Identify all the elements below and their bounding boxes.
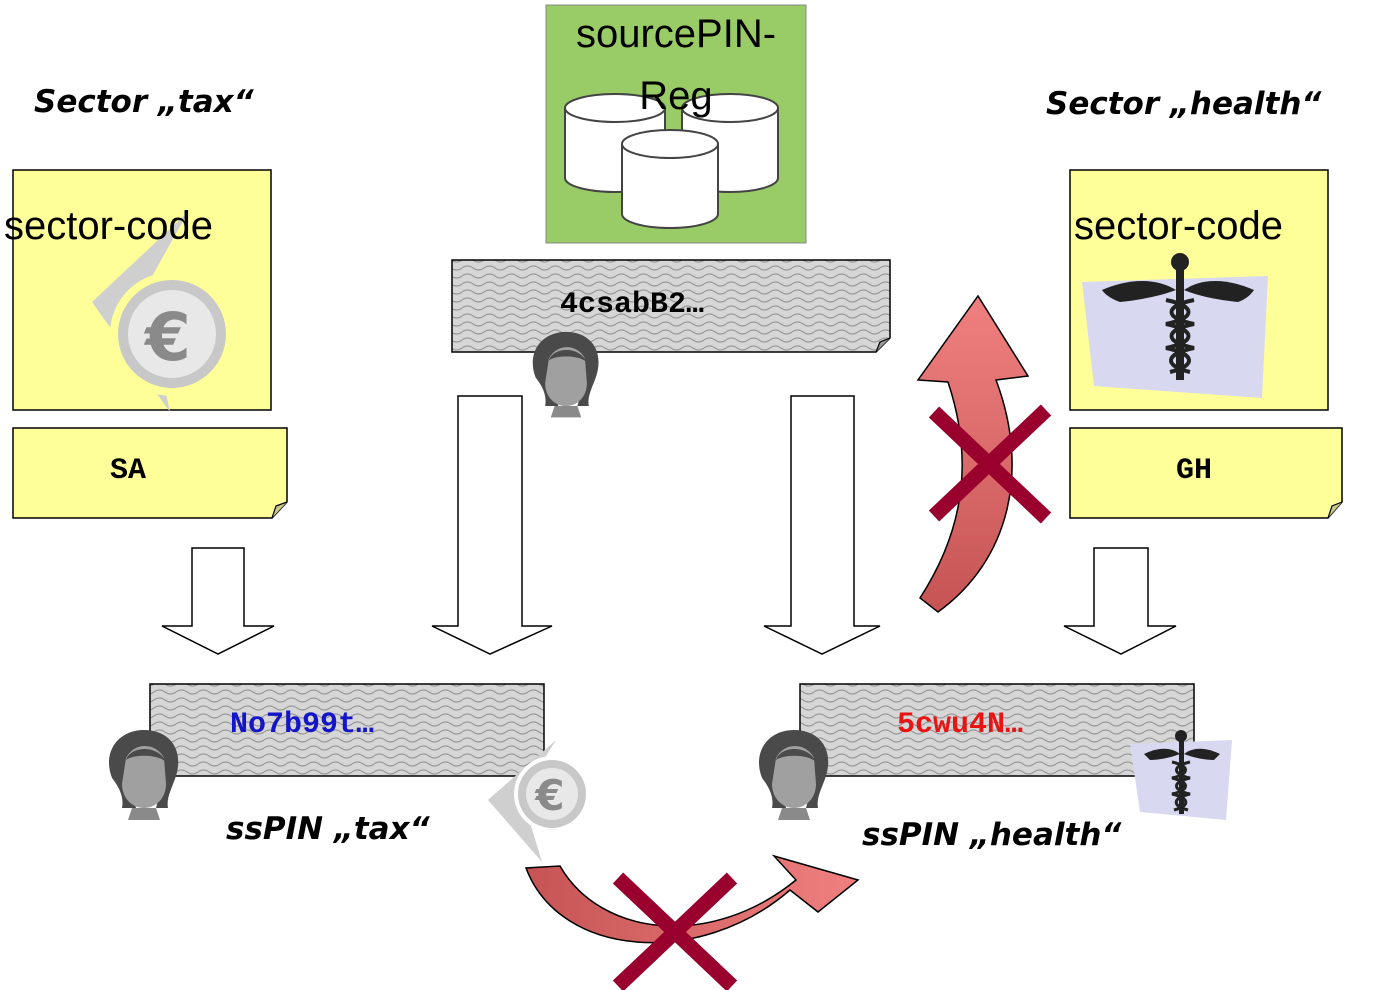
caduceus-icon-small	[1130, 730, 1232, 820]
tax-sector-code-card: €	[12, 169, 272, 412]
down-arrow-sourcepin-health	[763, 395, 881, 655]
euro-icon: €	[92, 212, 234, 412]
cross-sector-arrow	[524, 854, 860, 944]
person-icon-tax	[108, 730, 179, 820]
tax-code-note	[12, 427, 288, 519]
health-sector-code-card	[1069, 169, 1329, 411]
sourcepin-registry-box	[545, 4, 807, 244]
person-icon	[532, 331, 599, 418]
source-pin-value: 4csabB2…	[560, 288, 705, 322]
health-sector-code-label: sector-code	[1074, 204, 1283, 248]
blocked-cross-icon-bottom	[612, 872, 738, 990]
registry-label-line1: sourcePIN-	[575, 12, 777, 56]
sspin-tax-label: ssPIN „tax“	[226, 811, 430, 847]
health-code-note	[1069, 427, 1343, 519]
health-sector-code: GH	[1176, 454, 1213, 488]
sspin-health-value: 5cwu4N…	[897, 708, 1024, 742]
person-icon-health	[758, 730, 829, 820]
sspin-tax-value: No7b99t…	[230, 708, 375, 742]
tax-sector-title: Sector „tax“	[34, 84, 254, 120]
health-sector-title: Sector „health“	[1046, 86, 1322, 122]
database-icon	[564, 93, 779, 229]
down-arrow-tax-code	[161, 547, 275, 655]
euro-icon-small: €	[488, 740, 590, 862]
tax-sector-code: SA	[110, 454, 147, 488]
sspin-health-label: ssPIN „health“	[862, 817, 1122, 853]
svg-text:€: €	[534, 771, 564, 820]
svg-text:€: €	[143, 299, 191, 376]
down-arrow-health-code	[1063, 547, 1177, 655]
blocked-cross-icon	[928, 404, 1052, 524]
caduceus-icon	[1082, 253, 1268, 398]
tax-sector-code-label: sector-code	[4, 204, 213, 248]
registry-label-line2: Reg	[639, 74, 713, 118]
sourcepin-box	[451, 259, 891, 353]
down-arrow-sourcepin-tax	[431, 395, 553, 655]
